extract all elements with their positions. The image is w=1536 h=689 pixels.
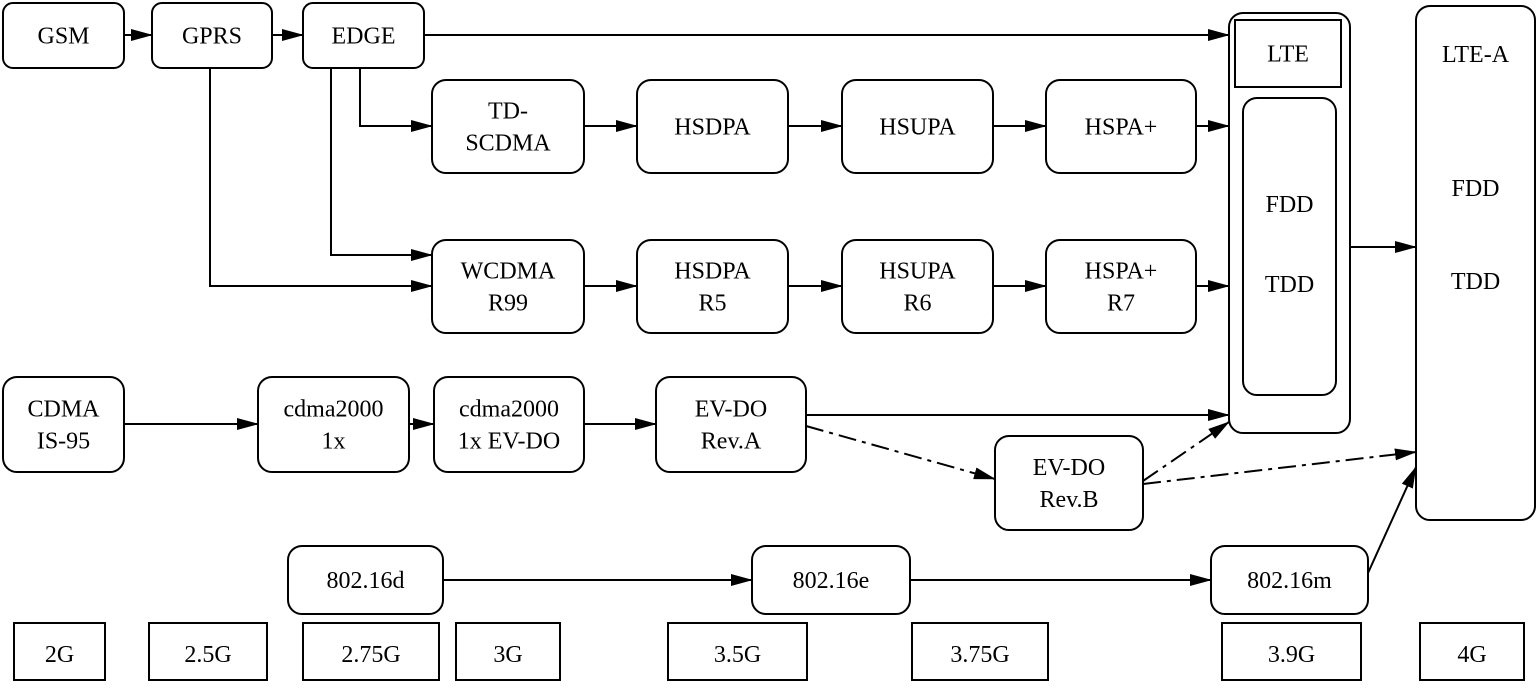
node-gprs: GPRS [151,2,273,69]
generation-label: 3.9G [1221,622,1362,681]
node-label: R6 [903,291,931,317]
connectors [124,29,1417,586]
generation-label: 2.5G [148,622,268,681]
node-wimax-16e: 802.16e [751,545,911,615]
generation-text: 4G [1457,642,1486,668]
node-label: GSM [37,24,89,50]
node-evdo-revb: EV-DO Rev.B [994,435,1144,531]
node-label: FDD [1265,192,1313,218]
node-label: 802.16m [1247,568,1332,594]
node-gsm: GSM [2,2,125,69]
generation-row: 2G 2.5G 2.75G 3G 3.5G 3.75G 3.9G 4G [13,622,1525,681]
generation-label: 3G [455,622,561,681]
node-label: CDMA [27,397,100,423]
node-label: GPRS [182,24,242,50]
node-edge: EDGE [302,2,425,69]
node-label: 1x [322,429,346,455]
node-evdo-reva: EV-DO Rev.A [655,376,807,473]
generation-label: 3.75G [911,622,1049,681]
generation-text: 3.5G [714,642,761,668]
node-label: cdma2000 [284,397,384,423]
node-hspa-plus-td: HSPA+ [1045,79,1197,174]
node-label: 802.16e [793,568,870,594]
generation-text: 2.5G [184,642,231,668]
generation-text: 3G [493,642,522,668]
node-lte-modes: FDD TDD [1242,97,1337,396]
node-hsupa-td: HSUPA [841,79,994,174]
node-label: Rev.A [701,429,762,455]
node-label: HSUPA [879,115,956,141]
node-label: SCDMA [465,131,551,157]
node-label: EDGE [332,24,396,50]
node-label: HSPA+ [1085,115,1158,141]
edge-edge-wcdma [330,68,433,261]
node-hsupa-r6: HSUPA R6 [841,239,994,334]
generation-text: 2G [45,642,74,668]
node-label: TD- [488,99,528,125]
node-label: FDD [1451,176,1499,202]
node-label: HSPA+ [1085,259,1158,285]
edge-edge-td-scdma [359,68,433,132]
node-label: 1x EV-DO [458,429,560,455]
node-cdma-is95: CDMA IS-95 [2,376,125,473]
generation-label: 3.5G [667,622,808,681]
node-label: TDD [1265,272,1314,298]
node-cdma2000-1x: cdma2000 1x [257,376,410,473]
node-label: LTE-A [1442,42,1510,68]
node-lte-a: LTE-A FDD TDD [1415,5,1536,521]
node-label: TDD [1451,269,1500,295]
node-lte: LTE [1234,19,1342,88]
generation-text: 3.75G [950,642,1009,668]
generation-label: 2G [13,622,106,681]
node-label: R5 [698,291,726,317]
generation-text: 3.9G [1268,642,1315,668]
node-td-scdma: TD- SCDMA [431,79,585,174]
node-wimax-16m: 802.16m [1210,545,1369,615]
edge-revb-lte-a [1142,448,1417,485]
node-wimax-16d: 802.16d [287,545,444,615]
node-cdma2000-evdo: cdma2000 1x EV-DO [433,376,585,473]
node-label: Rev.B [1039,487,1098,513]
node-label: HSDPA [674,115,751,141]
generation-label: 4G [1419,622,1525,681]
edge-gprs-wcdma [209,68,433,292]
node-label: IS-95 [37,429,90,455]
node-label: R7 [1107,291,1135,317]
edge-revb-lte [1142,421,1230,482]
node-label: HSUPA [879,259,956,285]
node-hsdpa-td: HSDPA [636,79,789,174]
node-wcdma-r99: WCDMA R99 [431,239,585,334]
node-hspa-plus-r7: HSPA+ R7 [1045,239,1197,334]
edge-reva-revb [805,425,996,480]
node-label: cdma2000 [459,397,559,423]
node-label: R99 [488,291,528,317]
generation-text: 2.75G [341,642,400,668]
node-label: EV-DO [1033,455,1105,481]
node-label: LTE [1267,42,1309,68]
generation-label: 2.75G [302,622,440,681]
edge-16m-lte-a [1367,466,1417,574]
node-label: WCDMA [461,259,556,285]
node-label: EV-DO [695,397,767,423]
node-label: 802.16d [327,568,405,594]
node-label: HSDPA [674,259,751,285]
node-hsdpa-r5: HSDPA R5 [636,239,789,334]
